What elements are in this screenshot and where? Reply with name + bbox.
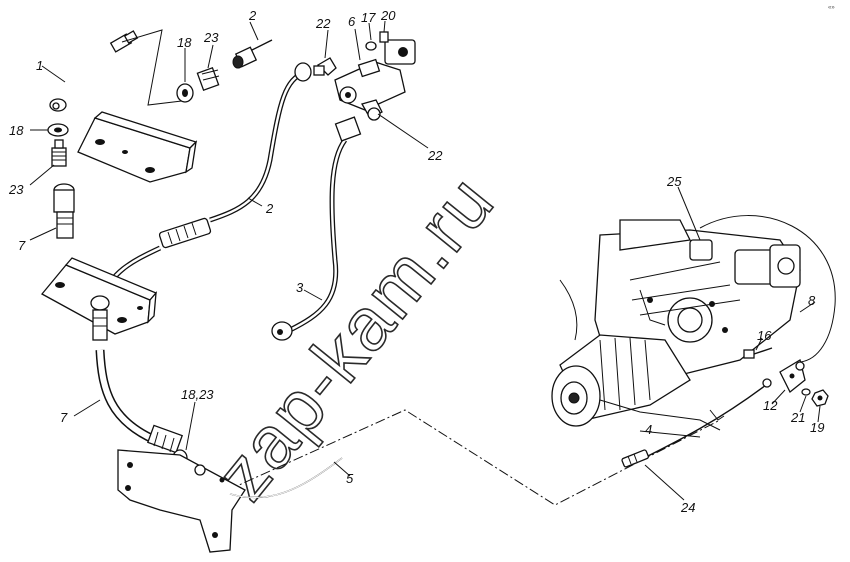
hose-7 (92, 309, 188, 467)
callout-20: 20 (380, 8, 396, 23)
callout-18-left: 18 (9, 123, 24, 138)
tube-end-2-top (232, 39, 273, 69)
leader-lines (29, 20, 821, 501)
callout-22-top: 22 (315, 16, 331, 31)
bracket-lower (40, 257, 158, 335)
gearbox-assembly (551, 215, 836, 431)
callout-2-middle: 2 (265, 201, 274, 216)
screw-20 (379, 31, 389, 43)
cable-4 (639, 378, 772, 461)
corner-mark: «» (828, 5, 835, 11)
callout-18-top: 18 (177, 35, 192, 50)
flex-hose-coupling (158, 217, 212, 249)
elbow-22-lower (361, 99, 383, 121)
callout-2-top: 2 (248, 8, 257, 23)
nut-18-top (176, 83, 194, 103)
tube-1 (49, 30, 139, 112)
mounting-plate (117, 449, 246, 553)
callout-17: 17 (361, 10, 376, 25)
callout-3: 3 (296, 280, 304, 295)
leader-1-group (121, 29, 191, 106)
callout-23-top: 23 (203, 30, 219, 45)
pipe-2 (97, 62, 312, 301)
fitting-23-left (51, 139, 67, 167)
callout-labels: 1 2 2 3 4 5 6 7 7 8 12 16 17 18 18 18,23… (8, 8, 824, 515)
washer-18-left (47, 123, 69, 137)
callout-24: 24 (680, 500, 695, 515)
fitting-17 (365, 41, 377, 51)
callout-1: 1 (36, 58, 43, 73)
callout-7-upper: 7 (18, 238, 26, 253)
callout-21: 21 (790, 410, 805, 425)
callout-16: 16 (757, 328, 772, 343)
callout-7-lower: 7 (60, 410, 68, 425)
nut-19 (811, 389, 829, 407)
connector-7-left (53, 183, 75, 239)
callout-8: 8 (808, 293, 816, 308)
fitting-23-top (196, 66, 220, 92)
pipe-3 (271, 116, 362, 341)
bracket-12 (779, 358, 806, 394)
bolt-16 (743, 347, 773, 359)
washer-21 (801, 388, 811, 396)
callout-18-23: 18,23 (181, 387, 214, 402)
rod-5 (229, 457, 343, 499)
bracket-upper (77, 111, 198, 183)
watermark: zap-kam.ru (200, 160, 510, 515)
callout-23-left: 23 (8, 182, 24, 197)
callout-4: 4 (645, 422, 652, 437)
callout-19: 19 (810, 420, 824, 435)
callout-6: 6 (348, 14, 356, 29)
valve-6 (334, 39, 416, 111)
callout-25: 25 (666, 174, 682, 189)
elbow-22-upper (313, 57, 337, 76)
callout-12: 12 (763, 398, 778, 413)
adjuster-24 (621, 449, 649, 468)
callout-22-right: 22 (427, 148, 443, 163)
callout-5: 5 (346, 471, 354, 486)
